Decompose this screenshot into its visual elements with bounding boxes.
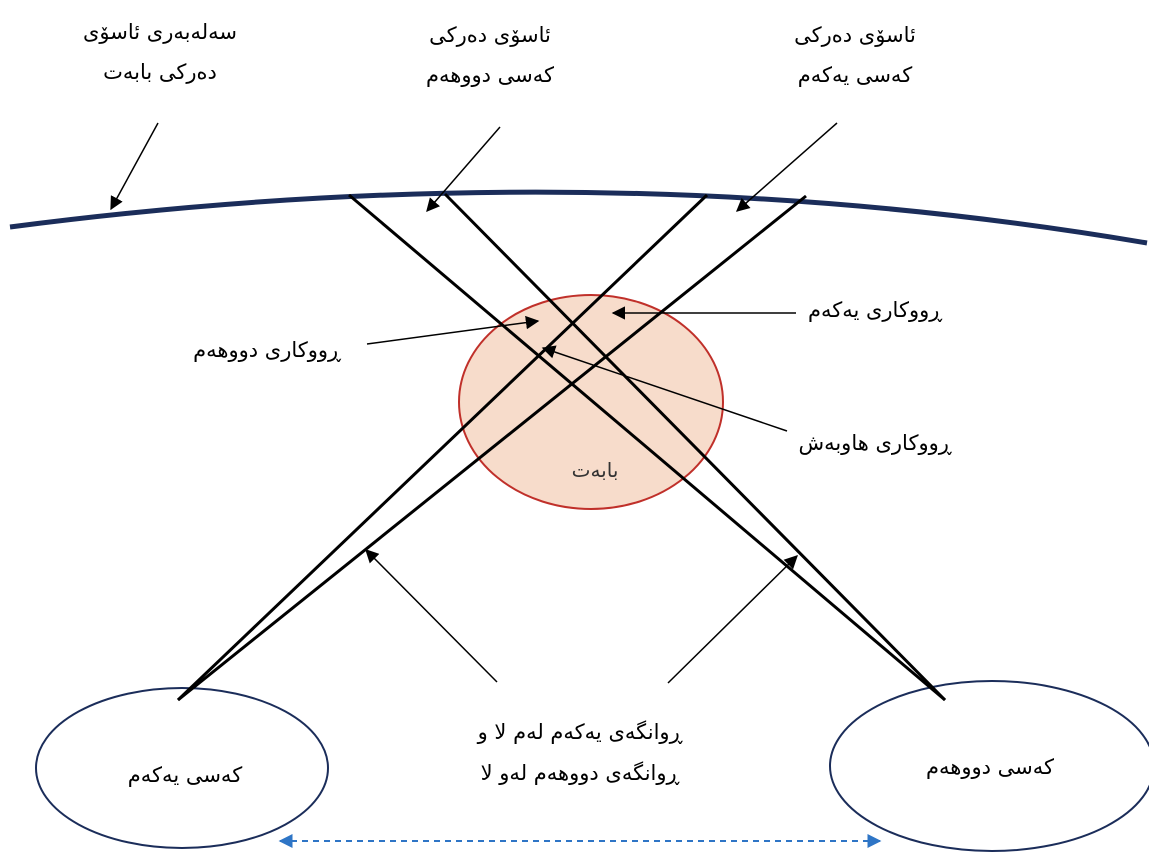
label-viewpoints: ڕوانگەی یەکەم لەم لا و ڕوانگەی دووهەم لە…	[430, 712, 730, 794]
sight-line-second-a	[348, 193, 946, 702]
label-person-first: کەسی یەکەم	[127, 763, 243, 787]
label-object-horizon: سەلەبەری ئاسۆی دەرکی بابەت	[50, 12, 270, 92]
label-object: بابەت	[571, 458, 619, 482]
label-second-person-horizon-line1: ئاسۆی دەرکی	[429, 23, 551, 47]
arrow-horizon-second	[426, 126, 501, 213]
label-viewpoints-line1: ڕوانگەی یەکەم لەم لا و	[477, 720, 683, 744]
person-second-circle	[829, 680, 1149, 852]
label-surface-second: ڕووکاری دووهەم	[193, 338, 341, 362]
label-first-person-horizon-line1: ئاسۆی دەرکی	[794, 23, 916, 47]
arrow-view-first	[365, 549, 498, 683]
label-second-person-horizon: ئاسۆی دەرکی کەسی دووهەم	[380, 15, 600, 95]
label-viewpoints-line2: ڕوانگەی دووهەم لەو لا	[480, 761, 680, 785]
label-surface-shared: ڕووکاری هاوبەش	[798, 431, 952, 455]
label-person-second: کەسی دووهەم	[926, 755, 1054, 779]
label-surface-first: ڕووکاری یەکەم	[807, 298, 943, 322]
arrow-view-second	[667, 555, 798, 684]
object-horizon-curve	[9, 189, 1148, 246]
label-second-person-horizon-line2: کەسی دووهەم	[426, 63, 554, 87]
arrow-surface-second	[366, 315, 540, 345]
label-first-person-horizon-line2: کەسی یەکەم	[797, 63, 913, 87]
sight-line-first-a	[176, 193, 709, 702]
label-object-horizon-line1: سەلەبەری ئاسۆی	[83, 20, 237, 44]
label-object-horizon-line2: دەرکی بابەت	[103, 60, 217, 84]
sight-line-second-b	[443, 192, 947, 702]
label-first-person-horizon: ئاسۆی دەرکی کەسی یەکەم	[745, 15, 965, 95]
sight-line-first-b	[177, 194, 807, 702]
arrow-horizon-object	[110, 122, 159, 211]
person-first-circle	[35, 687, 329, 849]
arrow-surface-shared	[541, 345, 788, 432]
arrow-horizon-first	[735, 122, 838, 212]
